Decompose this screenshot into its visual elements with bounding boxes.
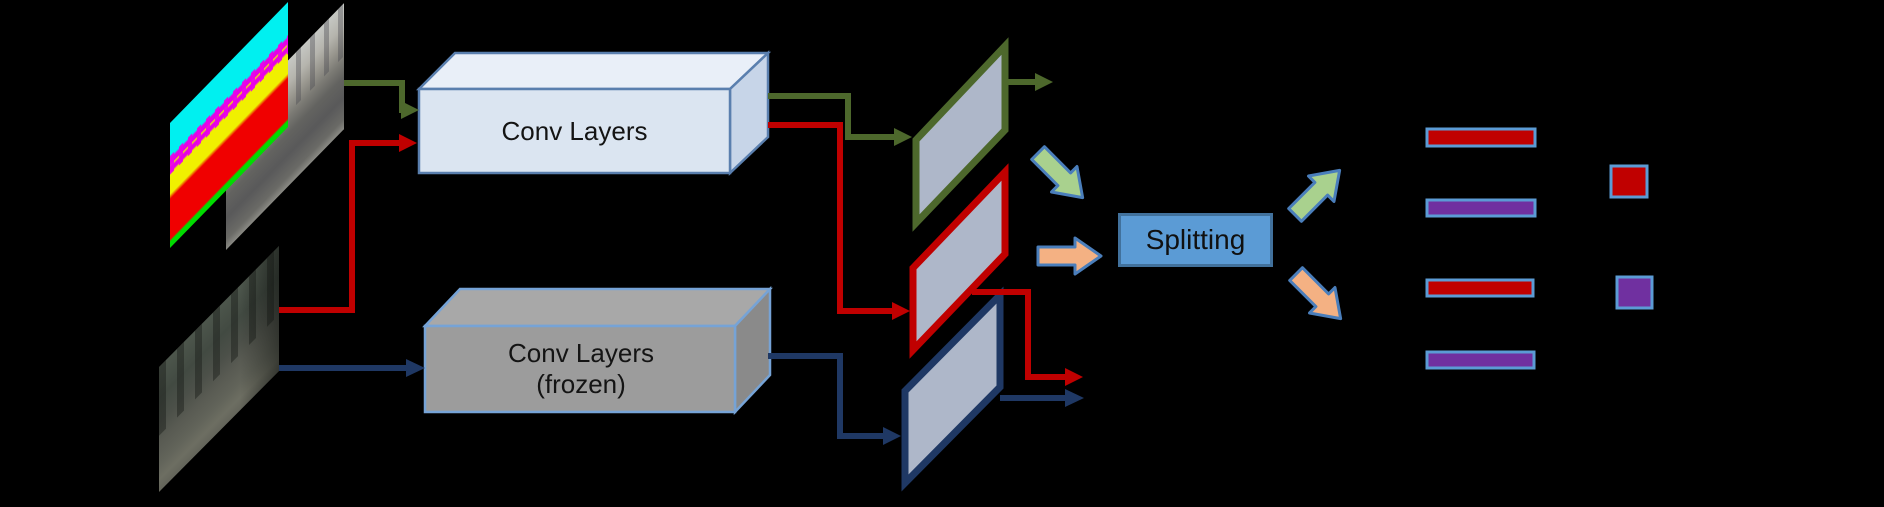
output-bar-purple-2 [1425, 350, 1536, 370]
legend-swatch-purple [1615, 275, 1654, 310]
blue-arrowhead-2 [883, 427, 901, 445]
green-arrow-image-to-conv [344, 80, 405, 113]
feature-map-red [909, 163, 1009, 359]
conv-frozen-label-line1: Conv Layers [508, 338, 654, 368]
red-flow-arrows [279, 122, 1083, 386]
green-arrow-conv-to-fmap [768, 93, 895, 140]
frozen-box-front-face [423, 324, 737, 414]
blue-arrow-frozen-to-fmap [768, 353, 884, 439]
feature-map-green [912, 37, 1009, 232]
feature-map-blue [901, 286, 1004, 492]
output-bar-red-2 [1425, 278, 1535, 298]
splitting-label: Splitting [1145, 224, 1246, 255]
green-arrowhead-1 [401, 101, 419, 119]
block-arrow-green-to-splitting [1030, 145, 1085, 200]
green-arrowhead-2 [894, 128, 912, 146]
blue-arrowhead-1 [406, 359, 425, 377]
legend-swatch-red [1609, 164, 1649, 199]
conv-layers-frozen-label: Conv Layers (frozen) [427, 325, 735, 413]
red-arrow-fmap-out [972, 289, 1066, 380]
blue-arrowhead-3 [1065, 389, 1084, 407]
conv-frozen-label-line2: (frozen) [536, 369, 626, 399]
red-arrow-image-to-conv [279, 140, 400, 313]
splitting-box: Splitting [1118, 213, 1273, 267]
red-arrow-conv-to-fmap [768, 122, 893, 314]
block-arrow-orange-to-splitting [1036, 236, 1103, 276]
conv-layers-label: Conv Layers [501, 115, 648, 146]
red-arrowhead-3 [1065, 368, 1083, 386]
conv-layers-frozen-box [422, 285, 773, 416]
conv-box-top-face [415, 51, 772, 91]
green-flow-arrows [344, 73, 1053, 146]
red-arrowhead-2 [892, 302, 910, 320]
output-bar-red-1 [1425, 127, 1537, 148]
output-bar-purple-1 [1425, 198, 1537, 218]
conv-layers-box [415, 50, 772, 176]
conv-box-front-face [417, 87, 732, 175]
red-arrowhead-1 [399, 134, 417, 152]
green-arrowhead-3 [1035, 73, 1053, 91]
frozen-box-top-face [422, 287, 773, 328]
blue-flow-arrows [279, 353, 1084, 445]
block-arrow-orange-from-splitting [1288, 266, 1343, 321]
block-arrow-green-from-splitting [1287, 168, 1342, 223]
